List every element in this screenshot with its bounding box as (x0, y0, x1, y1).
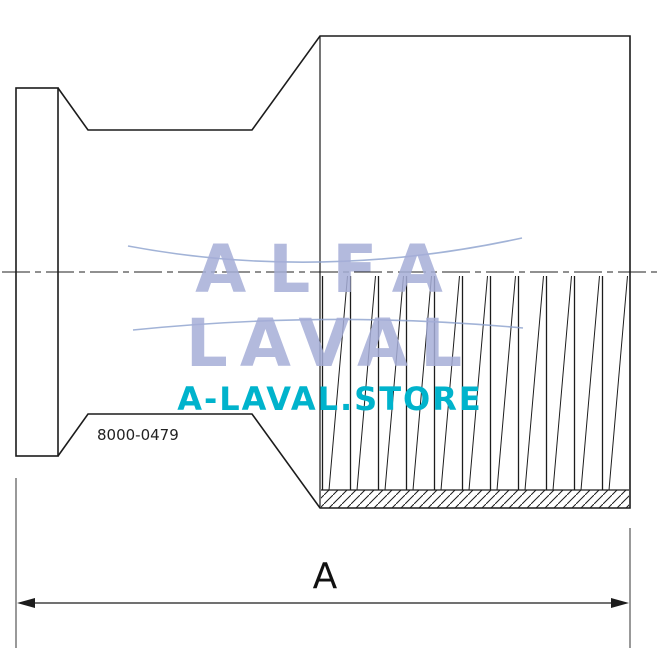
ferrule-flange (15, 87, 59, 457)
fitting-outline (57, 35, 631, 509)
watermark-brand-line2: LAVAL (186, 305, 474, 382)
dimension-a-label: A (313, 556, 338, 597)
watermark-swoosh-bottom (132, 318, 524, 331)
watermark-brand-line1: ALFA (195, 231, 465, 308)
watermark-store-text: A-LAVAL.STORE (177, 380, 483, 418)
wall-hatch (321, 490, 629, 508)
dimension-arrow-left-icon (17, 598, 35, 608)
watermark-swoosh-top (127, 237, 523, 263)
thread-section (321, 276, 629, 490)
part-number-label: 8000-0479 (97, 426, 179, 444)
dimension-arrow-right-icon (611, 598, 629, 608)
